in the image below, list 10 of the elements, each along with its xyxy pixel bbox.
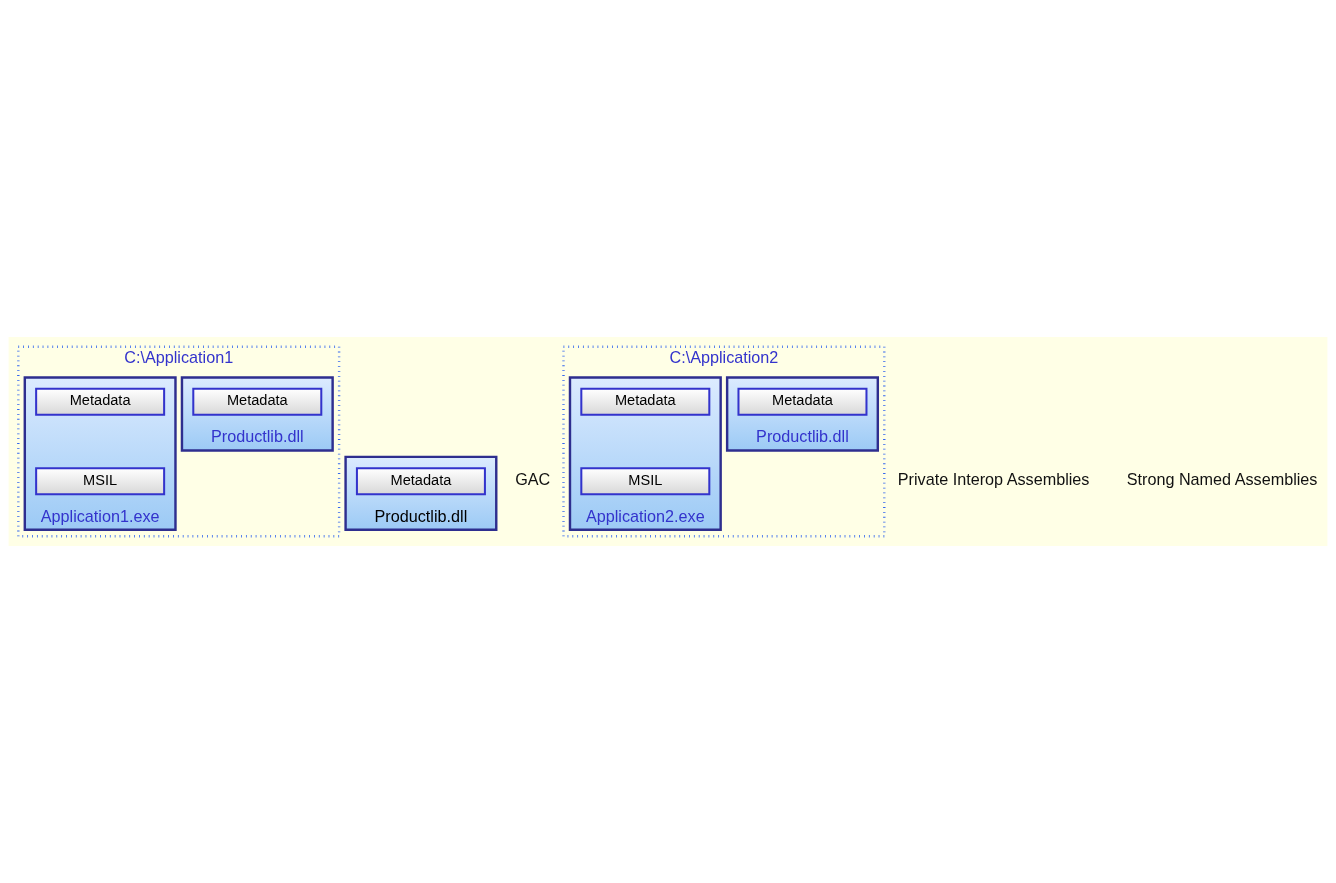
node-box: Metadata [737, 387, 868, 416]
label: Strong Named Assemblies [1126, 470, 1318, 489]
node-box: Metadata [192, 387, 323, 416]
node-box: MSIL [580, 467, 711, 496]
node-box: Metadata [35, 387, 166, 416]
node-box: MSIL [35, 467, 166, 496]
label: GAC [515, 470, 551, 489]
label: Private Interop Assemblies [897, 470, 1090, 489]
node-box: Metadata [580, 387, 711, 416]
node-box: Metadata [355, 467, 486, 496]
